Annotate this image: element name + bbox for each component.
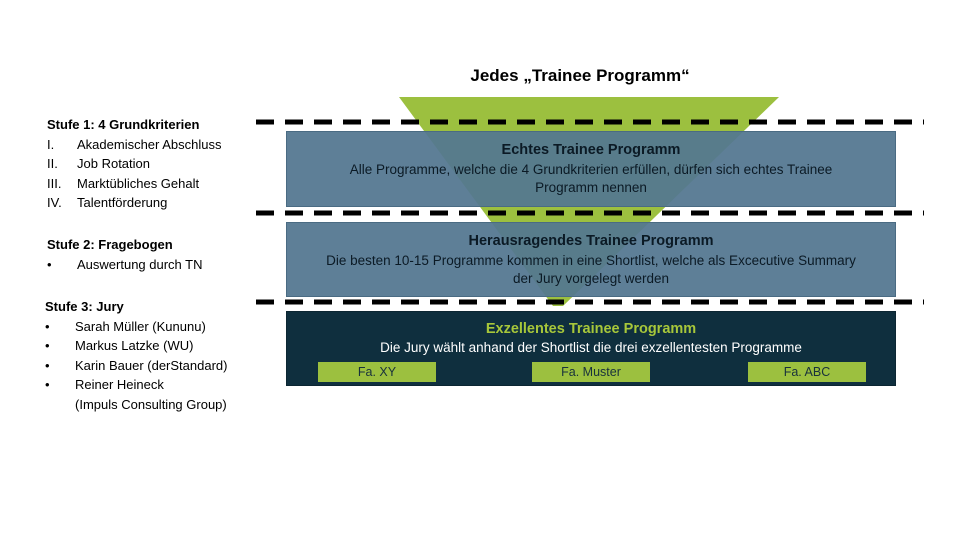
- stage-3-panel: Stufe 3: Jury •Sarah Müller (Kununu) •Ma…: [45, 297, 227, 414]
- stage-1-heading: Stufe 1: 4 Grundkriterien: [47, 117, 200, 132]
- box-description: Die Jury wählt anhand der Shortlist die …: [380, 340, 802, 355]
- list-item: II.Job Rotation: [47, 156, 150, 171]
- list-item: •Karin Bauer (derStandard): [45, 357, 228, 373]
- list-item: •Markus Latzke (WU): [45, 338, 194, 353]
- stage-3-list: •Sarah Müller (Kununu) •Markus Latzke (W…: [45, 317, 227, 415]
- stage-2-heading: Stufe 2: Fragebogen: [47, 237, 173, 252]
- list-item: •Reiner Heineck: [45, 377, 164, 392]
- stage-2-list: •Auswertung durch TN: [47, 255, 203, 275]
- list-item: III.Marktübliches Gehalt: [47, 175, 200, 191]
- stage-1-panel: Stufe 1: 4 Grundkriterien I.Akademischer…: [47, 115, 222, 213]
- winner-tag-3: Fa. ABC: [748, 362, 866, 382]
- list-item: •Sarah Müller (Kununu): [45, 318, 206, 334]
- box-title: Exzellentes Trainee Programm: [485, 321, 697, 337]
- box-herausragendes-programm: Herausragendes Trainee Programm Die best…: [286, 222, 896, 297]
- list-item: •Auswertung durch TN: [47, 256, 203, 272]
- box-title: Echtes Trainee Programm: [501, 142, 681, 158]
- box-echtes-programm: Echtes Trainee Programm Alle Programme, …: [286, 131, 896, 207]
- box-title: Herausragendes Trainee Programm: [468, 233, 714, 249]
- list-item: (Impuls Consulting Group): [75, 396, 227, 412]
- box-description: Alle Programme, welche die 4 Grundkriter…: [349, 162, 833, 195]
- list-item: IV.Talentförderung: [47, 195, 168, 210]
- box-description: Die besten 10-15 Programme kommen in ein…: [326, 253, 856, 286]
- stage-2-panel: Stufe 2: Fragebogen •Auswertung durch TN: [47, 235, 203, 274]
- winner-tag-1: Fa. XY: [318, 362, 436, 382]
- stage-3-heading: Stufe 3: Jury: [45, 299, 124, 314]
- stage-1-list: I.Akademischer Abschluss II.Job Rotation…: [47, 135, 222, 213]
- diagram-title: Jedes „Trainee Programm“: [470, 66, 690, 85]
- winner-tag-2: Fa. Muster: [532, 362, 650, 382]
- list-item: I.Akademischer Abschluss: [47, 136, 222, 152]
